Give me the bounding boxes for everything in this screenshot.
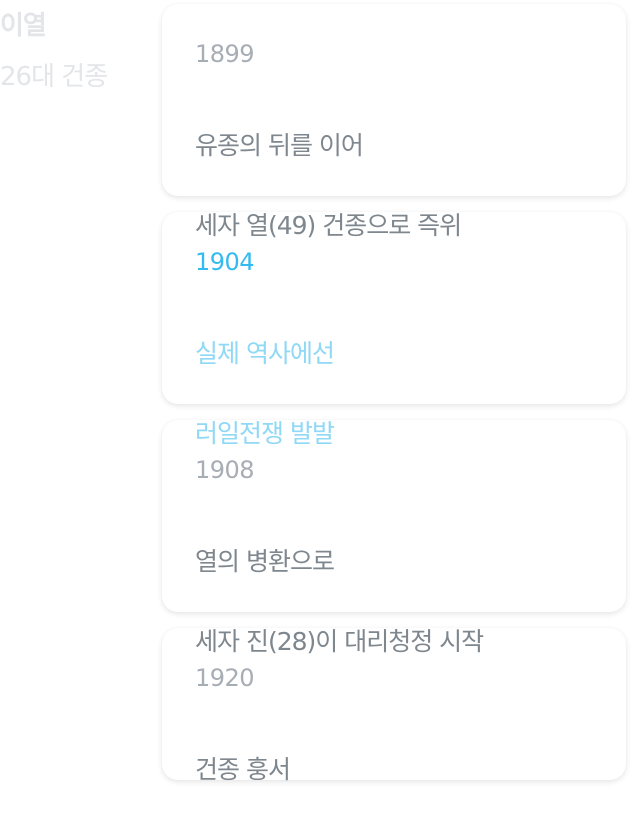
event-line: 세자 진(28)이 대리청정 시작 <box>195 627 484 656</box>
event-line: 열의 병환으로 <box>195 547 335 576</box>
event-year: 1920 <box>195 664 255 692</box>
event-description: 실제 역사에선 러일전쟁 발발 <box>195 294 594 494</box>
event-year: 1908 <box>195 456 255 484</box>
event-year: 1904 <box>195 248 255 276</box>
person-title: 26대 건종 <box>0 62 108 92</box>
person-name: 이열 <box>0 11 47 41</box>
event-description: 열의 병환으로 세자 진(28)이 대리청정 시작 <box>195 502 594 702</box>
timeline-card-1908[interactable]: 1908 열의 병환으로 세자 진(28)이 대리청정 시작 <box>162 420 626 656</box>
event-line: 세자 열(49) 건종으로 즉위 <box>195 211 462 240</box>
event-line: 유종의 뒤를 이어 <box>195 131 364 160</box>
timeline-list: 1899 유종의 뒤를 이어 세자 열(49) 건종으로 즉위 1904 실제 … <box>162 4 626 796</box>
sidebar-label: 이열 26대 건종 <box>0 6 150 97</box>
event-description: 유종의 뒤를 이어 세자 열(49) 건종으로 즉위 <box>195 86 594 286</box>
event-line: 실제 역사에선 <box>195 339 335 368</box>
timeline-card-1920[interactable]: 1920 건종 훙서 <box>162 628 626 784</box>
timeline-card-1904[interactable]: 1904 실제 역사에선 러일전쟁 발발 <box>162 212 626 448</box>
event-year: 1899 <box>195 40 255 68</box>
event-description: 건종 훙서 <box>195 710 594 830</box>
event-line: 러일전쟁 발발 <box>195 419 335 448</box>
event-line: 건종 훙서 <box>195 755 291 784</box>
timeline-card-1899[interactable]: 1899 유종의 뒤를 이어 세자 열(49) 건종으로 즉위 <box>162 4 626 240</box>
